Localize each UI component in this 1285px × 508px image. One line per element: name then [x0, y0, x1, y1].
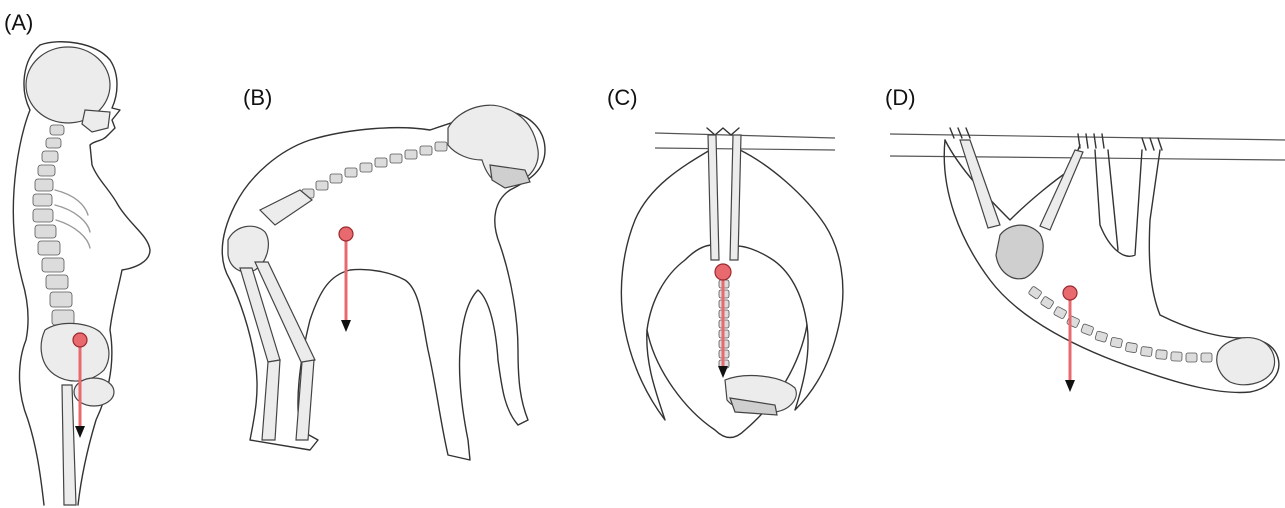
chimp-scapula [260, 190, 312, 225]
bat-forearm-left [708, 135, 719, 260]
sloth-skull [1217, 338, 1275, 385]
panel-c: (C) [595, 0, 875, 508]
sloth-forelimb-bone-2 [1040, 150, 1083, 230]
sloth-claws-left [950, 128, 970, 138]
human-pelvis [41, 323, 109, 381]
bat-forearm-right [730, 135, 741, 260]
human-jaw [82, 110, 110, 132]
sloth-branch-lower [890, 156, 1285, 160]
chimp-spine [290, 142, 447, 207]
sloth-claws-mid [1078, 134, 1104, 148]
panel-b: (B) [200, 0, 580, 508]
chimpanzee-figure [200, 0, 580, 508]
sloth-gravity-arrowhead [1065, 380, 1075, 392]
bat-branch [655, 133, 835, 138]
sloth-branch [890, 134, 1285, 140]
human-figure [0, 0, 190, 508]
sloth-center-of-mass [1063, 286, 1077, 300]
bat-figure [595, 0, 875, 508]
panel-d: (D) [880, 0, 1285, 508]
sloth-figure [880, 0, 1285, 508]
chimp-tibia [296, 360, 314, 440]
bat-branch-lower [655, 148, 835, 150]
human-center-of-mass [73, 333, 87, 347]
sloth-spine [1028, 286, 1212, 362]
sloth-pelvis [996, 225, 1043, 279]
human-ribs [55, 190, 90, 248]
human-femur [62, 385, 76, 505]
bat-feet [707, 128, 739, 135]
human-back-outline [13, 45, 44, 505]
chimp-tibia-2 [262, 360, 280, 440]
sloth-hanging-limbs [1095, 150, 1142, 256]
bat-right-wing [737, 150, 843, 410]
panel-a: (A) [0, 0, 190, 508]
sloth-forelimb-bone [960, 140, 1000, 228]
chimp-gravity-arrowhead [341, 320, 351, 332]
bat-center-of-mass [715, 264, 731, 280]
bat-gravity-arrowhead [718, 366, 728, 378]
human-gravity-arrowhead [75, 426, 85, 438]
chimp-center-of-mass [339, 227, 353, 241]
sloth-claws-right [1142, 138, 1162, 150]
